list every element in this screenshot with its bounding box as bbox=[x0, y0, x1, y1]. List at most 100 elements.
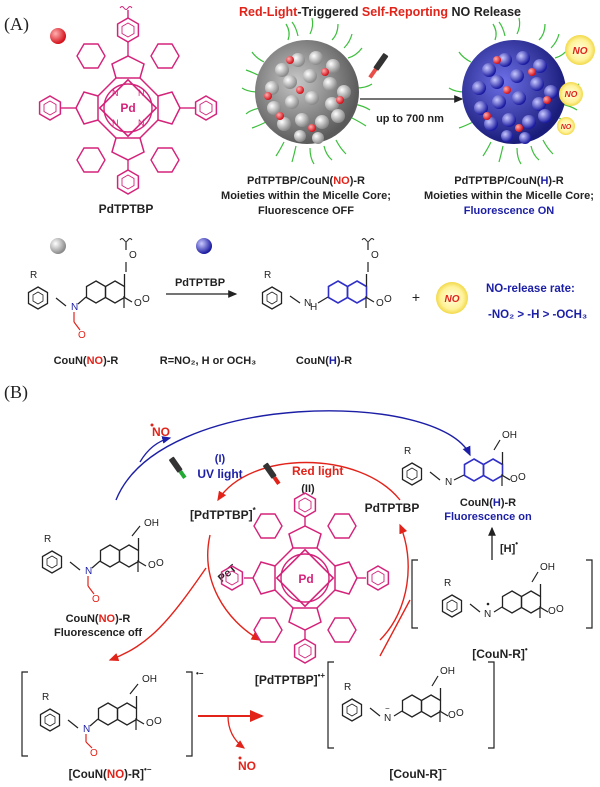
panel-a-header: Red-Light-Triggered Self-Reporting NO Re… bbox=[239, 5, 521, 19]
svg-text:H: H bbox=[310, 302, 317, 313]
svg-text:O: O bbox=[154, 716, 162, 727]
no-release-branch bbox=[227, 715, 246, 749]
uv-pointer-icon bbox=[169, 456, 187, 479]
left-coun-no-structure: OH O O N R O bbox=[41, 518, 164, 605]
return-arrow bbox=[379, 523, 409, 641]
coun-no-label: CouN(NO)-R bbox=[54, 355, 119, 367]
svg-text:R: R bbox=[264, 270, 271, 281]
wavelength-label: up to 700 nm bbox=[376, 113, 444, 125]
excited-state-label: [PdTPTBP]* bbox=[190, 506, 257, 522]
svg-text:NO: NO bbox=[573, 46, 588, 57]
svg-text:O: O bbox=[384, 294, 392, 305]
porphyrin-name: PdTPTBP bbox=[99, 202, 154, 216]
svg-text:O: O bbox=[148, 560, 156, 571]
svg-text:N: N bbox=[484, 609, 491, 620]
red-light-arrow bbox=[217, 461, 401, 502]
no-bubble-icon: NO bbox=[559, 82, 583, 106]
grey-sphere-icon bbox=[50, 238, 66, 254]
no-bubble-icon: NO bbox=[557, 117, 575, 135]
uv-branch-arrow bbox=[139, 436, 172, 463]
left-micelle-name: PdTPTBP/CouN(NO)-R bbox=[247, 175, 365, 187]
left-molecule-label: CouN(NO)-R bbox=[66, 613, 131, 625]
laser-pointer-icon bbox=[368, 53, 389, 79]
radical-dot bbox=[238, 756, 242, 760]
svg-text:OH: OH bbox=[440, 666, 455, 677]
product-status: Fluorescence on bbox=[444, 511, 532, 523]
svg-text:NO: NO bbox=[561, 124, 572, 131]
porphyrin-structure-b: Pd bbox=[220, 492, 390, 664]
blue-sphere-icon bbox=[196, 238, 212, 254]
header-self-reporting: Self-Reporting bbox=[362, 5, 448, 19]
anion-structure: OH O O N − R bbox=[341, 666, 464, 724]
svg-text:O: O bbox=[556, 604, 564, 615]
svg-text:−: − bbox=[385, 704, 390, 713]
radical-structure: OH O O N R bbox=[441, 562, 564, 620]
electron-transfer-arrow bbox=[108, 567, 207, 661]
svg-text:O: O bbox=[142, 294, 150, 305]
right-micelle-desc: Moieties within the Micelle Core; bbox=[424, 190, 594, 202]
micelle-blue bbox=[448, 17, 580, 165]
release-rate-order: -NO₂ > -H > -OCH₃ bbox=[488, 309, 587, 321]
no-bubble-icon: NO bbox=[436, 282, 468, 314]
svg-text:N: N bbox=[85, 566, 92, 577]
anion-bracket bbox=[327, 661, 495, 749]
uv-light-label: UV light bbox=[197, 467, 242, 481]
coun-h-label: CouN(H)-R bbox=[296, 355, 352, 367]
no-radical-top: NO bbox=[152, 425, 170, 439]
pd-atom-label: Pd bbox=[298, 572, 313, 586]
svg-text:O: O bbox=[146, 718, 154, 729]
svg-text:R: R bbox=[444, 578, 451, 589]
substituent-options: R=NO₂, H or OCH₃ bbox=[160, 355, 256, 367]
route-one-label: (I) bbox=[215, 453, 226, 465]
svg-text:O: O bbox=[90, 748, 98, 759]
right-micelle-status: Fluorescence ON bbox=[464, 205, 555, 217]
pet-arrow bbox=[207, 534, 262, 641]
catalyst-label: PdTPTBP bbox=[175, 277, 225, 289]
svg-text:N: N bbox=[304, 298, 311, 309]
red-sphere-icon bbox=[50, 28, 66, 44]
radical-dot bbox=[150, 423, 154, 427]
svg-text:O: O bbox=[518, 472, 526, 483]
header-triggered: -Triggered bbox=[297, 5, 362, 19]
svg-text:O: O bbox=[129, 250, 137, 261]
svg-text:N: N bbox=[384, 713, 391, 724]
radical-label: [CouN-R]• bbox=[472, 645, 528, 661]
svg-text:OH: OH bbox=[502, 430, 517, 441]
svg-text:O: O bbox=[156, 558, 164, 569]
route-two-label: (II) bbox=[301, 483, 315, 495]
svg-text:O: O bbox=[548, 606, 556, 617]
header-no-release: NO Release bbox=[448, 5, 521, 19]
svg-text:OH: OH bbox=[144, 518, 159, 529]
panel-a-label: (A) bbox=[4, 14, 29, 35]
radical-anion-bracket bbox=[21, 671, 193, 757]
svg-text:NO: NO bbox=[445, 294, 460, 305]
header-red-light: Red-Light bbox=[239, 5, 298, 19]
coun-no-structure: O O O N R O bbox=[27, 238, 150, 341]
no-released-label: NO bbox=[238, 759, 256, 773]
ground-state-label: PdTPTBP bbox=[365, 501, 420, 515]
svg-text:O: O bbox=[448, 710, 456, 721]
h-radical-label: [H]• bbox=[500, 539, 518, 555]
svg-text:OH: OH bbox=[540, 562, 555, 573]
panel-b-label: (B) bbox=[4, 382, 28, 403]
n-atom-label: N bbox=[112, 118, 119, 128]
product-label: CouN(H)-R bbox=[460, 497, 516, 509]
svg-text:R: R bbox=[42, 692, 49, 703]
anion-link bbox=[379, 599, 411, 657]
svg-text:NO: NO bbox=[565, 89, 578, 99]
svg-text:O: O bbox=[510, 474, 518, 485]
svg-text:N: N bbox=[71, 302, 78, 313]
coun-h-structure: O O O H N R bbox=[261, 238, 392, 313]
right-micelle-name: PdTPTBP/CouN(H)-R bbox=[454, 175, 563, 187]
no-bubble-icon: NO bbox=[565, 35, 595, 65]
svg-text:R: R bbox=[44, 534, 51, 545]
radical-anion-label: [CouN(NO)-R]•− bbox=[69, 765, 152, 781]
pd-atom-label: Pd bbox=[120, 101, 135, 115]
n-atom-label: N bbox=[138, 88, 145, 98]
svg-text:O: O bbox=[376, 298, 384, 309]
svg-text:O: O bbox=[371, 250, 379, 261]
micelle-grey bbox=[241, 17, 373, 165]
left-molecule-status: Fluorescence off bbox=[54, 627, 142, 639]
svg-text:O: O bbox=[92, 594, 100, 605]
radical-anion-structure: OH O O N R O bbox=[39, 674, 162, 759]
